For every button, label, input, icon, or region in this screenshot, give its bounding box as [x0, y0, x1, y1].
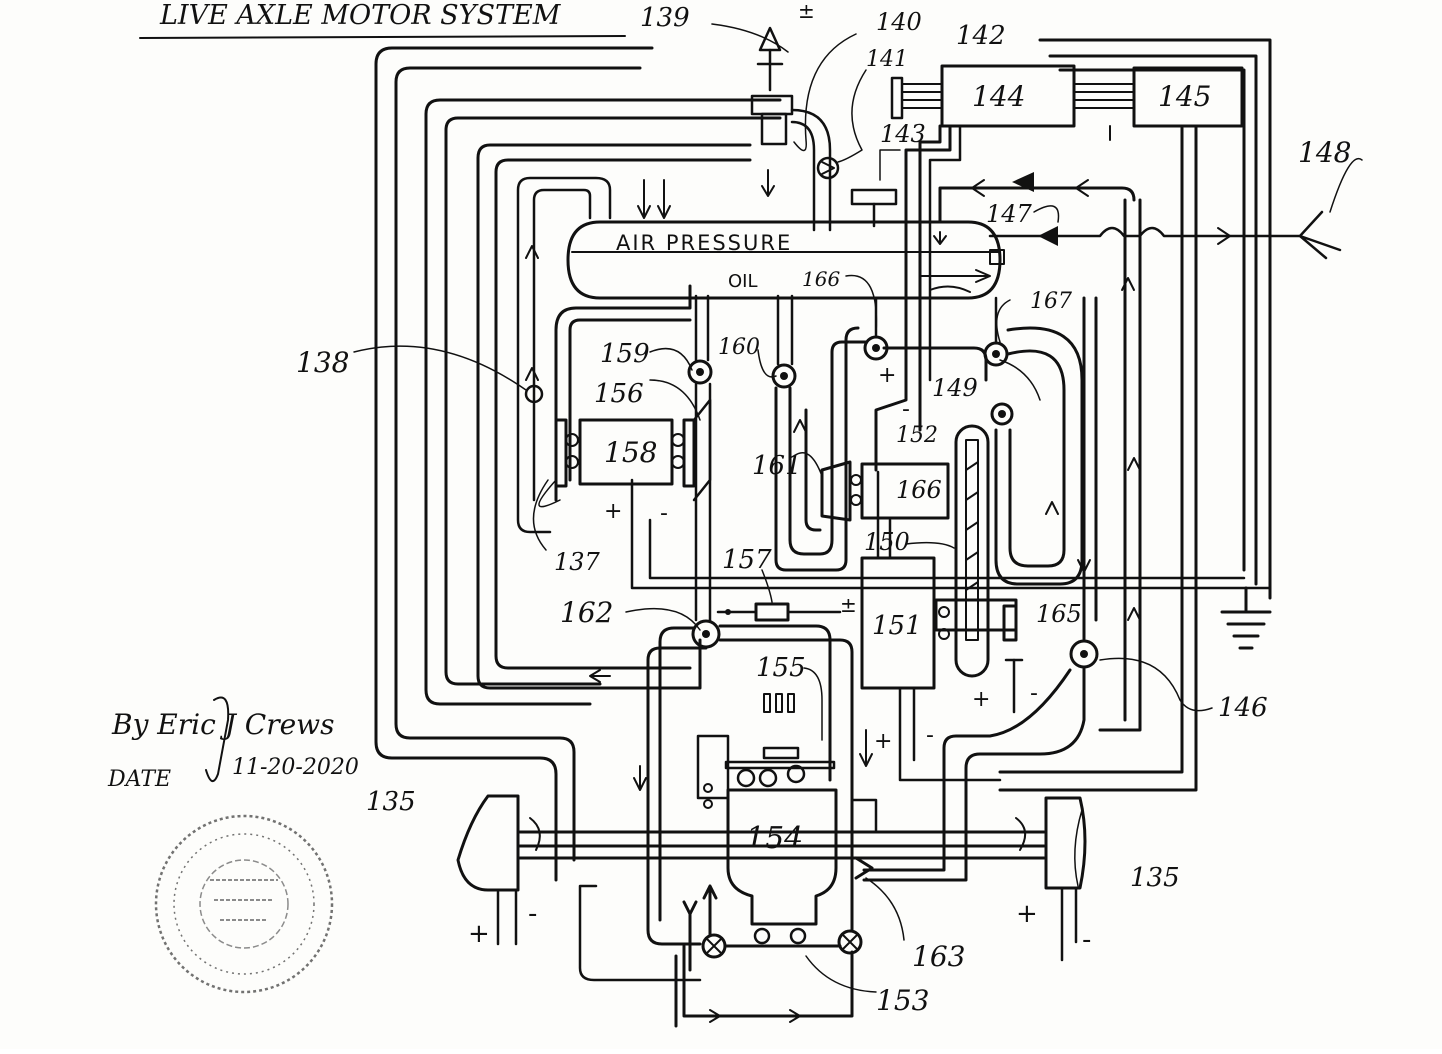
polarity-151-plus: +	[874, 729, 892, 754]
polarity-158-minus: -	[660, 501, 668, 526]
valve-row	[649, 274, 1041, 622]
label-166-motor: 166	[896, 476, 942, 504]
polarity-158-plus: +	[604, 499, 622, 524]
controller-box-145	[1132, 66, 1244, 128]
label-144: 144	[972, 80, 1025, 113]
label-159: 159	[600, 339, 650, 369]
label-167: 167	[1030, 289, 1072, 314]
antenna-148	[988, 157, 1363, 260]
label-142: 142	[956, 21, 1006, 51]
title-underline	[139, 35, 626, 39]
label-160: 160	[718, 335, 760, 360]
label-138: 138	[296, 346, 349, 379]
belt-drive-150	[905, 424, 1024, 714]
inlet-valve-139	[711, 23, 901, 232]
label-141: 141	[866, 47, 908, 72]
label-148: 148	[1298, 136, 1351, 169]
polarity-valve-plus: +	[878, 363, 896, 388]
polarity-135-left-plus: +	[468, 919, 490, 949]
polarity-165-minus: -	[1030, 681, 1038, 706]
label-151: 151	[872, 611, 922, 641]
reference-numerals: 135 135 137 138 139 140 141 142 143 144 …	[296, 3, 1351, 1017]
label-135-left: 135	[366, 787, 416, 817]
label-140: 140	[876, 8, 922, 36]
polarity-157: ±	[840, 593, 857, 617]
controllers-top	[874, 64, 1244, 472]
oil-label: OIL	[728, 271, 758, 292]
stamp-seal	[154, 814, 334, 994]
label-146: 146	[1218, 693, 1268, 723]
label-150: 150	[864, 528, 910, 556]
polarity-151-minus: -	[926, 723, 934, 748]
polarity-135-right-minus: -	[1082, 925, 1091, 955]
valve-138-symbol	[524, 384, 544, 404]
label-149: 149	[932, 374, 978, 402]
motor-166-assembly	[774, 326, 1084, 586]
drawing-title: LIVE AXLE MOTOR SYSTEM	[159, 0, 562, 31]
label-166-top: 166	[802, 267, 840, 291]
pipe-loops-left	[374, 46, 782, 982]
label-162: 162	[560, 596, 613, 629]
label-156: 156	[594, 379, 644, 409]
label-161: 161	[752, 451, 802, 481]
label-147: 147	[986, 200, 1033, 228]
tank-label: AIR PRESSURE	[616, 231, 792, 255]
motor-154-housing	[726, 788, 838, 926]
label-165: 165	[1036, 600, 1082, 628]
date-value: 11-20-2020	[232, 755, 359, 780]
pipe-loops-right	[630, 38, 1272, 792]
polarity-markers: ± + - + - ± + - + - + - + -	[468, 0, 1091, 955]
date-label: DATE	[107, 767, 171, 792]
label-152: 152	[896, 423, 938, 448]
label-157: 157	[722, 545, 772, 575]
polarity-valve-minus: -	[902, 397, 910, 422]
label-135-right: 135	[1130, 863, 1180, 893]
label-145: 145	[1158, 80, 1211, 113]
label-137: 137	[554, 548, 601, 576]
wheel-135-right	[1044, 796, 1087, 890]
label-158: 158	[604, 436, 657, 469]
signature-block: By Eric J Crews DATE 11-20-2020	[107, 696, 359, 792]
label-153: 153	[876, 984, 929, 1017]
wheel-135-left	[456, 794, 520, 892]
regulator-157	[589, 569, 854, 946]
label-154: 154	[746, 821, 803, 856]
label-143: 143	[880, 120, 926, 148]
polarity-165-plus: +	[972, 687, 990, 712]
label-139: 139	[640, 3, 690, 33]
air-pressure-tank: AIR PRESSURE OIL	[566, 169, 1005, 300]
polarity-135-right-plus: +	[1016, 899, 1038, 929]
manifold-153	[633, 765, 905, 1028]
polarity-139: ±	[798, 0, 815, 23]
label-155: 155	[756, 653, 806, 683]
polarity-135-left-minus: -	[528, 899, 537, 929]
check-valves-147	[938, 172, 1136, 246]
motor-158	[532, 284, 712, 551]
label-163: 163	[912, 940, 965, 973]
valve-138	[353, 245, 544, 404]
axle-assembly	[456, 667, 1087, 962]
controller-box-144	[940, 64, 1076, 128]
connector-141	[890, 76, 904, 120]
signature-author: By Eric J Crews	[111, 708, 335, 741]
valve-146	[862, 277, 1213, 882]
